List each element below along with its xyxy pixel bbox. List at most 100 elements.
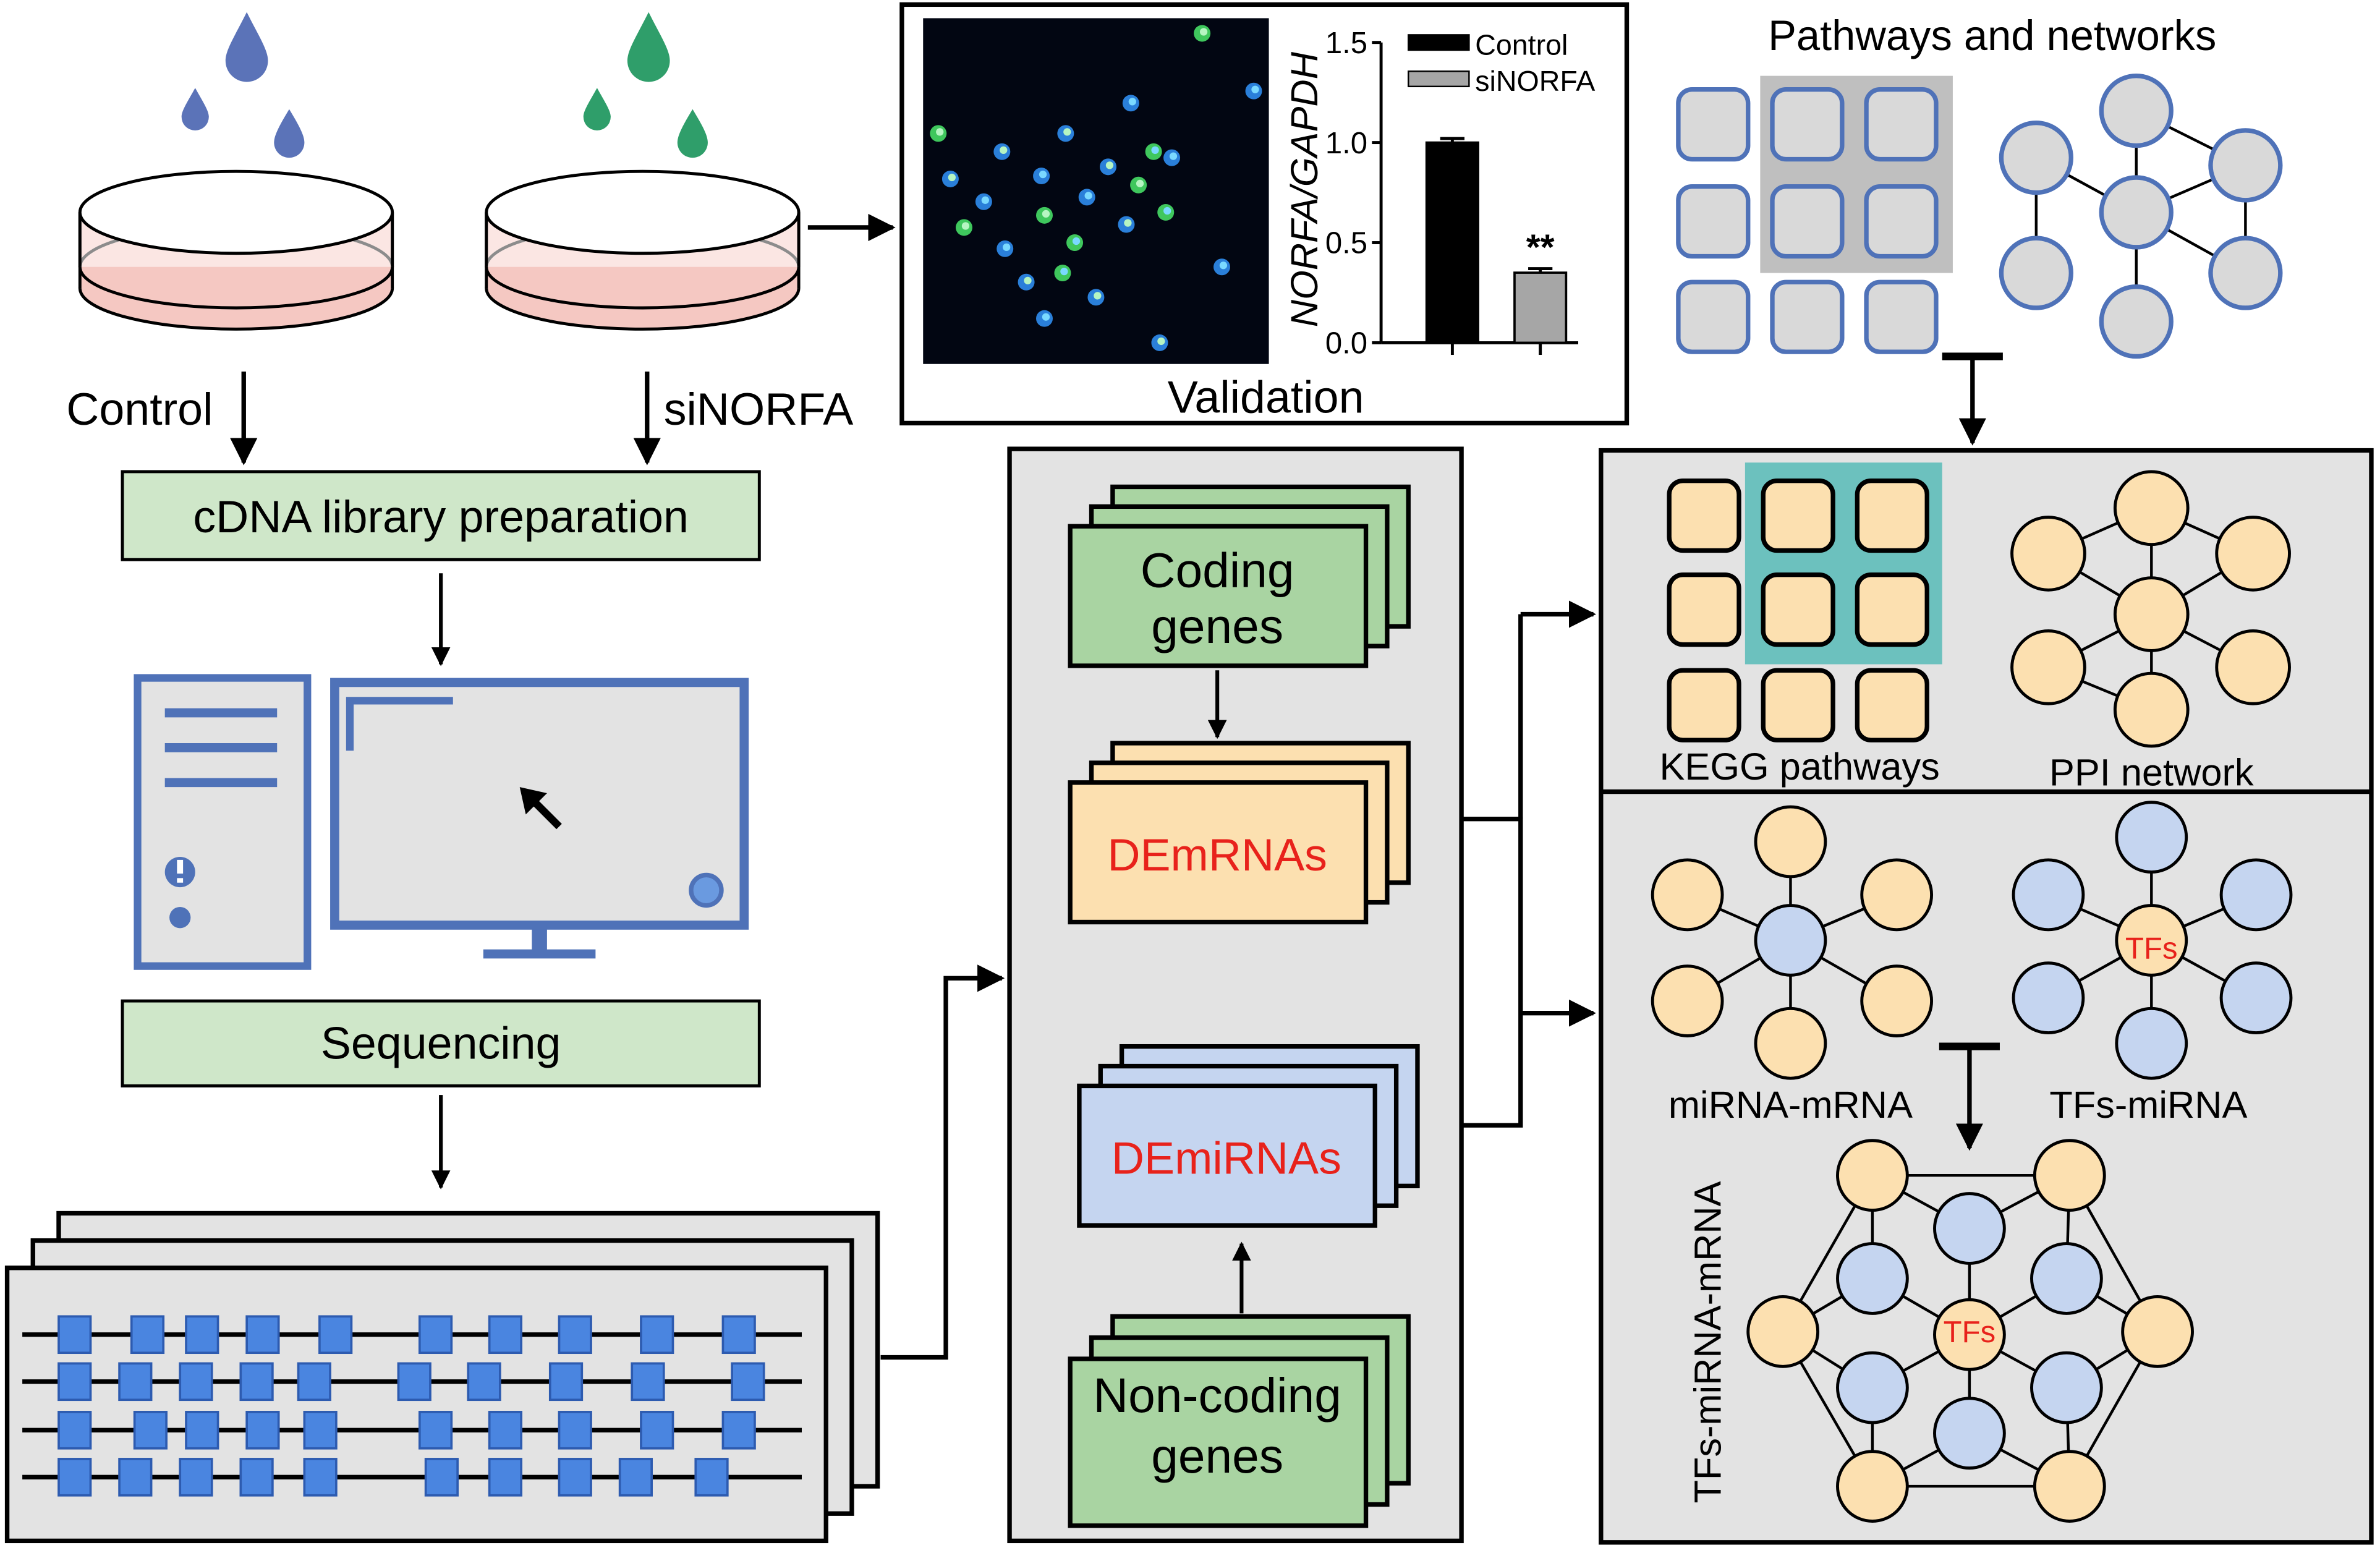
big-network-node xyxy=(1836,1139,1909,1212)
tfs-mirna-network xyxy=(2012,801,2293,1080)
read-block xyxy=(488,1315,523,1355)
coding-genes-label-line2: genes xyxy=(1151,599,1283,653)
kegg-node xyxy=(1667,668,1741,742)
read-block xyxy=(297,1362,331,1402)
legend-swatch xyxy=(1408,70,1470,88)
network-node xyxy=(2099,284,2174,359)
control-dish-icon xyxy=(78,169,394,331)
tfs-label: TFs xyxy=(2125,932,2177,965)
read-block xyxy=(179,1458,213,1497)
significance-label: ** xyxy=(1526,228,1555,268)
ppi-node xyxy=(2215,516,2291,592)
ppi-node xyxy=(2010,516,2086,592)
mirna-node xyxy=(1651,858,1724,932)
read-block xyxy=(57,1411,92,1450)
read-block xyxy=(318,1315,353,1355)
tf-node xyxy=(2219,961,2293,1035)
read-block xyxy=(488,1458,523,1497)
cdna-box: cDNA library preparation xyxy=(121,470,761,561)
tfs-mirna-mrna-label: TFs-miRNA-mRNA xyxy=(1686,1181,1729,1503)
tfs-mirna-mrna-network xyxy=(1746,1139,2194,1523)
cell-highlight xyxy=(948,173,956,182)
ppi-label: PPI network xyxy=(2049,751,2254,794)
big-network-node xyxy=(1933,1192,2006,1265)
cell-highlight xyxy=(1136,179,1144,187)
ppi-node xyxy=(2113,576,2190,652)
kegg-node xyxy=(1855,478,1929,553)
mirna-node xyxy=(1860,964,1934,1037)
read-block xyxy=(118,1362,153,1402)
tf-node xyxy=(2115,1006,2188,1080)
read-block xyxy=(721,1315,756,1355)
kegg-grid xyxy=(1667,478,1929,742)
ppi-node xyxy=(2113,470,2190,547)
cell-highlight xyxy=(1128,98,1136,106)
cell-highlight xyxy=(936,128,944,136)
demirnas-box xyxy=(1077,1083,1377,1228)
pathway-node xyxy=(1676,279,1751,354)
cell-highlight xyxy=(1003,243,1011,251)
cell-highlight xyxy=(1024,276,1032,284)
noncoding-genes-box xyxy=(1068,1356,1369,1528)
network-graph xyxy=(1999,73,2283,359)
pathway-node xyxy=(1676,87,1751,162)
network-node xyxy=(2208,236,2283,310)
y-tick-label: 1.0 xyxy=(1325,127,1367,160)
ppi-node xyxy=(2010,629,2086,705)
cell-highlight xyxy=(1000,146,1008,154)
read-block xyxy=(640,1411,674,1450)
cell-highlight xyxy=(1157,337,1165,346)
legend-label: siNORFA xyxy=(1475,65,1595,97)
right-panel: KEGG pathways PPI network TFs miRNA-mRNA… xyxy=(1599,448,2374,1545)
read-block xyxy=(558,1315,592,1355)
network-node xyxy=(1999,121,2073,195)
coding-genes-label-line1: Coding xyxy=(1141,543,1294,597)
computer-icon xyxy=(134,674,749,970)
read-block xyxy=(133,1411,168,1450)
demrnas-box xyxy=(1068,780,1369,925)
big-network-node xyxy=(1836,1351,1909,1424)
pathways-networks-title: Pathways and networks xyxy=(1768,12,2216,59)
read-block xyxy=(558,1411,592,1450)
read-block xyxy=(631,1362,665,1402)
cell-highlight xyxy=(1060,267,1068,276)
sinorfa-droplets xyxy=(583,12,708,158)
cell-highlight xyxy=(1251,85,1259,93)
mirna-node xyxy=(1754,1006,1827,1080)
kegg-node xyxy=(1855,668,1929,742)
kegg-label: KEGG pathways xyxy=(1660,745,1940,788)
big-network-node xyxy=(1933,1298,2006,1371)
arrow xyxy=(880,964,1005,1360)
mirna-node xyxy=(1754,805,1827,879)
network-node xyxy=(2099,175,2174,250)
pathway-node xyxy=(1770,184,1845,259)
droplet-icon xyxy=(627,12,670,82)
network-node xyxy=(2208,128,2283,203)
read-block xyxy=(57,1362,92,1402)
cell-highlight xyxy=(1105,161,1114,169)
read-block xyxy=(694,1458,729,1497)
big-network-node xyxy=(1836,1450,1909,1523)
read-block xyxy=(57,1315,92,1355)
fluorescence-image xyxy=(923,18,1269,364)
cell-highlight xyxy=(1151,146,1159,154)
big-network-node xyxy=(2030,1351,2103,1424)
legend-label: Control xyxy=(1475,28,1568,61)
mirna-mrna-network xyxy=(1651,805,1934,1080)
pathway-node xyxy=(1864,279,1939,354)
kegg-node xyxy=(1667,478,1741,553)
cell-highlight xyxy=(1199,28,1208,36)
read-block xyxy=(467,1362,501,1402)
read-block xyxy=(488,1411,523,1450)
connector xyxy=(1461,817,1523,1128)
kegg-node xyxy=(1761,572,1835,647)
tf-node xyxy=(2115,904,2188,977)
tf-node xyxy=(2012,858,2085,932)
network-node xyxy=(1999,236,2073,310)
cell-dots xyxy=(930,25,1262,351)
tower-icon xyxy=(134,674,312,970)
big-network-node xyxy=(1933,1397,2006,1470)
pathway-grid xyxy=(1676,87,1939,354)
read-block xyxy=(558,1458,592,1497)
